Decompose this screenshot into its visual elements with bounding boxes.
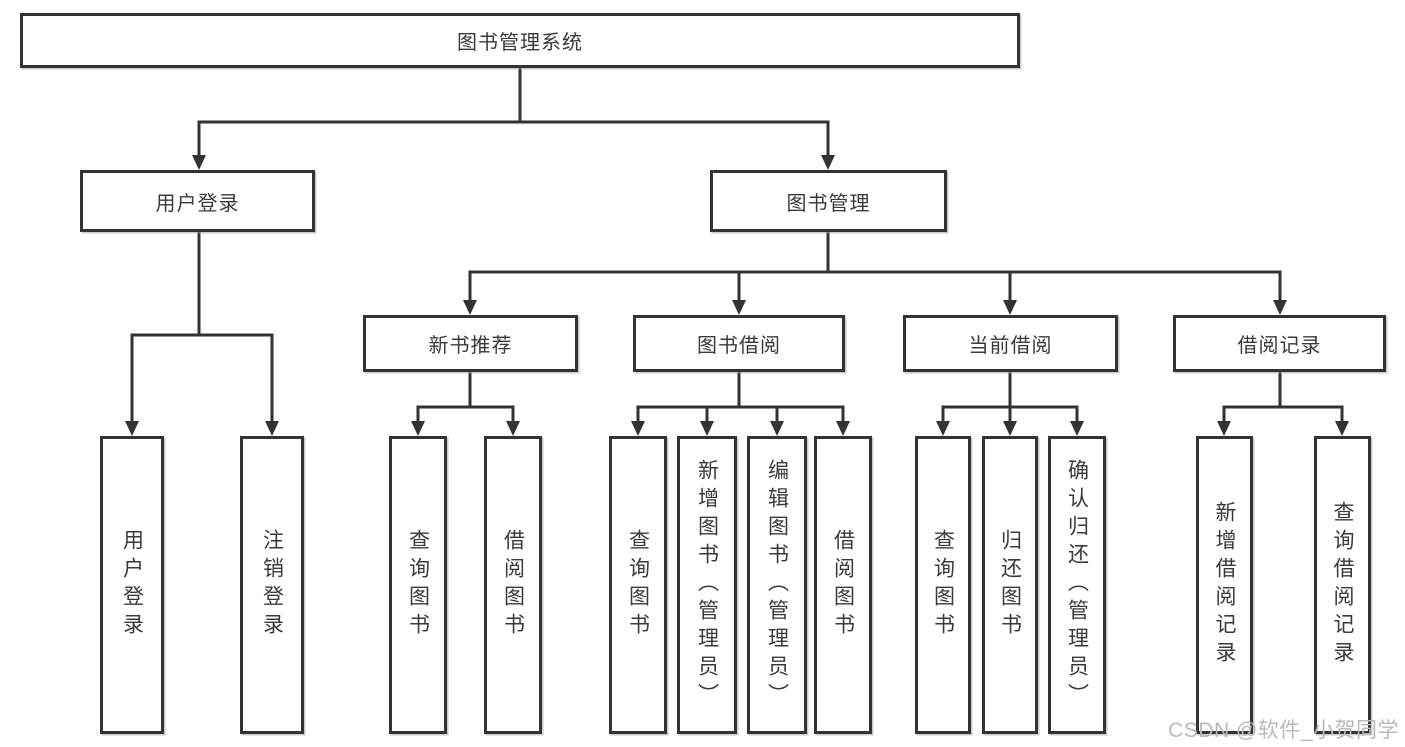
node-label: 当前借阅 xyxy=(968,335,1053,357)
node-label: 新书推荐 xyxy=(428,335,513,357)
node-label: 用户登录 xyxy=(155,192,240,215)
node-label: 借阅图书 xyxy=(501,529,525,641)
leaf-bb-edit-books-admin: 编辑图书（管理员） xyxy=(747,436,807,734)
node-label: 确认归还（管理员） xyxy=(1065,459,1089,711)
node-label: 归还图书 xyxy=(998,529,1022,641)
node-label: 查询图书 xyxy=(626,529,650,641)
node-label: 图书管理系统 xyxy=(457,32,583,54)
node-label: 新增借阅记录 xyxy=(1213,501,1236,669)
node-book-management: 图书管理 xyxy=(710,170,947,232)
node-label: 新增图书（管理员） xyxy=(695,459,719,711)
leaf-bb-borrow-books: 借阅图书 xyxy=(814,436,872,734)
node-label: 借阅记录 xyxy=(1237,335,1322,357)
node-current-borrow: 当前借阅 xyxy=(903,315,1118,372)
leaf-nb-borrow-books: 借阅图书 xyxy=(484,436,542,734)
node-label: 用户登录 xyxy=(120,529,144,641)
leaf-cb-confirm-return-admin: 确认归还（管理员） xyxy=(1048,436,1106,734)
csdn-watermark: CSDN @软件_小贺同学 xyxy=(1168,719,1399,742)
node-user-login: 用户登录 xyxy=(80,170,315,232)
node-label: 图书借阅 xyxy=(697,335,781,357)
leaf-cb-return-books: 归还图书 xyxy=(982,436,1038,734)
node-book-borrow: 图书借阅 xyxy=(633,315,845,372)
node-label: 借阅图书 xyxy=(831,529,855,641)
node-label: 查询图书 xyxy=(931,529,955,641)
leaf-logout: 注销登录 xyxy=(240,436,304,734)
node-borrow-records: 借阅记录 xyxy=(1173,315,1386,372)
leaf-nb-query-books: 查询图书 xyxy=(389,436,447,734)
node-label: 编辑图书（管理员） xyxy=(765,459,789,711)
node-label: 查询借阅记录 xyxy=(1331,501,1354,669)
leaf-br-query-record: 查询借阅记录 xyxy=(1314,436,1371,734)
node-label: 注销登录 xyxy=(260,529,284,641)
node-new-book-recommend: 新书推荐 xyxy=(363,315,578,372)
leaf-bb-add-books-admin: 新增图书（管理员） xyxy=(677,436,737,734)
node-label: 图书管理 xyxy=(786,192,871,215)
leaf-br-add-record: 新增借阅记录 xyxy=(1196,436,1253,734)
leaf-user-login: 用户登录 xyxy=(100,436,164,734)
leaf-cb-query-books: 查询图书 xyxy=(915,436,971,734)
leaf-bb-query-books: 查询图书 xyxy=(609,436,667,734)
node-label: 查询图书 xyxy=(406,529,430,641)
node-root: 图书管理系统 xyxy=(20,13,1020,68)
